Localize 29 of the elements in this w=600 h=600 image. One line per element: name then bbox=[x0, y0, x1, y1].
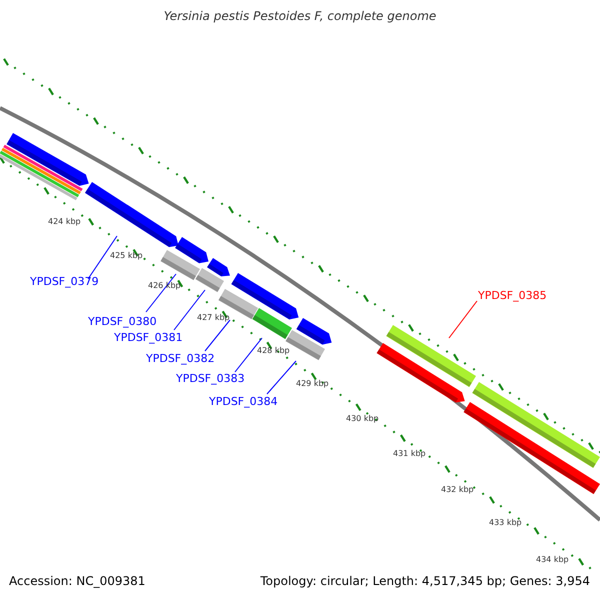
gene-label: YPDSF_0379 bbox=[30, 276, 99, 287]
scale-label: 424 kbp bbox=[48, 218, 81, 226]
gene-label: YPDSF_0381 bbox=[114, 332, 183, 343]
gene-bar bbox=[160, 250, 200, 280]
gene-label: YPDSF_0382 bbox=[146, 353, 215, 364]
gene-label: YPDSF_0385 bbox=[478, 290, 547, 301]
leader-line bbox=[88, 236, 118, 280]
gene-label: YPDSF_0380 bbox=[88, 316, 157, 327]
leader-line bbox=[174, 290, 206, 330]
leader-line bbox=[146, 274, 176, 312]
gene-bar bbox=[386, 325, 476, 388]
gene-bar bbox=[252, 308, 292, 340]
leader-line bbox=[204, 320, 230, 352]
scale-label: 427 kbp bbox=[197, 314, 230, 322]
scale-label: 433 kbp bbox=[489, 519, 522, 527]
leader-line bbox=[234, 338, 262, 372]
scale-label: 431 kbp bbox=[393, 450, 426, 458]
genome-stats: Topology: circular; Length: 4,517,345 bp; Genes: 3,954 bbox=[260, 575, 590, 587]
scale-label: 432 kbp bbox=[441, 486, 474, 494]
map-title: Yersinia pestis Pestoides F, complete genome bbox=[162, 10, 438, 22]
scale-label: 426 kbp bbox=[148, 282, 181, 290]
leader-line bbox=[448, 300, 478, 338]
leader-line bbox=[266, 360, 296, 394]
accession-label: Accession: NC_009381 bbox=[9, 575, 146, 587]
gene-label: YPDSF_0384 bbox=[209, 396, 278, 407]
gene-bar bbox=[195, 268, 224, 292]
scale-label: 434 kbp bbox=[536, 556, 569, 564]
scale-label: 428 kbp bbox=[257, 347, 290, 355]
gene-label: YPDSF_0383 bbox=[176, 373, 245, 384]
